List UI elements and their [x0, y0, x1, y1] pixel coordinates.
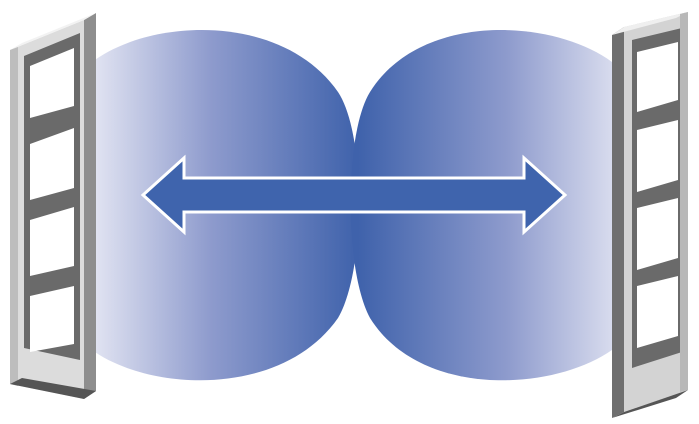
left-antenna-icon	[10, 13, 96, 399]
right-antenna-icon	[612, 12, 688, 418]
